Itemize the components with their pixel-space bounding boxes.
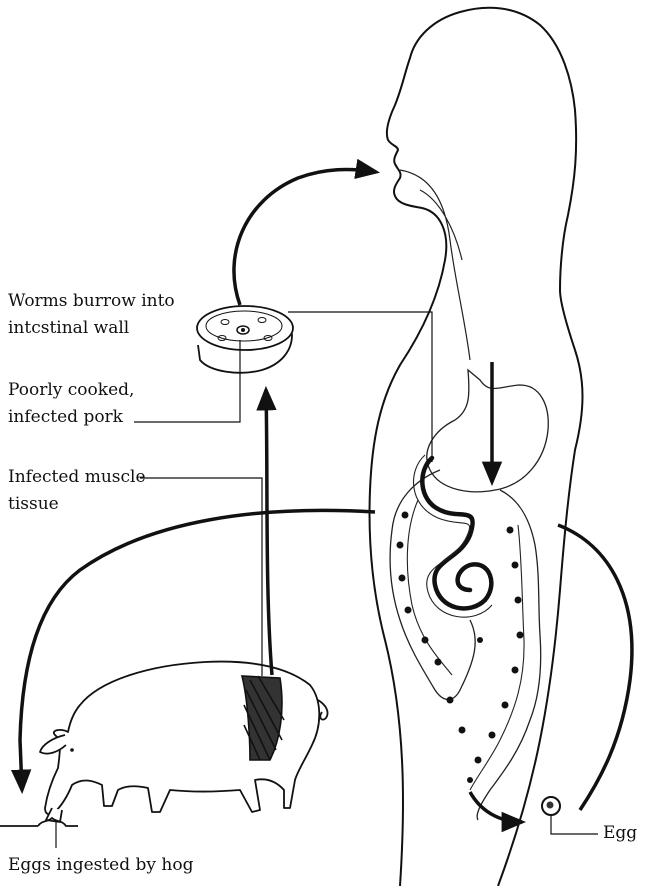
label-worms-burrow: Worms burrow into intcstinal wall	[8, 288, 175, 342]
label-pork-line2: infected pork	[8, 404, 134, 431]
label-eggs-ingested: Eggs ingested by hog	[8, 852, 194, 879]
arrow-intestine-to-egg	[558, 525, 632, 810]
human-body-outline	[370, 8, 583, 886]
label-egg: Egg	[603, 820, 637, 847]
label-infected-pork: Poorly cooked, infected pork	[8, 377, 134, 431]
egg-shape	[542, 797, 560, 815]
pork-slice	[197, 306, 293, 373]
stomach	[427, 370, 548, 492]
small-intestine-outline	[414, 455, 492, 617]
esophagus	[400, 170, 470, 360]
arrow-pork-to-mouth	[234, 170, 376, 305]
large-intestine	[390, 470, 541, 820]
label-worms-line2: intcstinal wall	[8, 315, 175, 342]
ground-eggs	[0, 818, 78, 826]
label-muscle-line1: Infected muscle	[8, 464, 146, 491]
label-muscle-tissue: Infected muscle tissue	[8, 464, 146, 518]
label-worms-line1: Worms burrow into	[8, 288, 175, 315]
arrow-muscle-to-pork	[266, 390, 272, 675]
label-pork-line1: Poorly cooked,	[8, 377, 134, 404]
small-intestine	[422, 458, 491, 608]
label-muscle-line2: tissue	[8, 491, 146, 518]
pig	[40, 662, 328, 822]
